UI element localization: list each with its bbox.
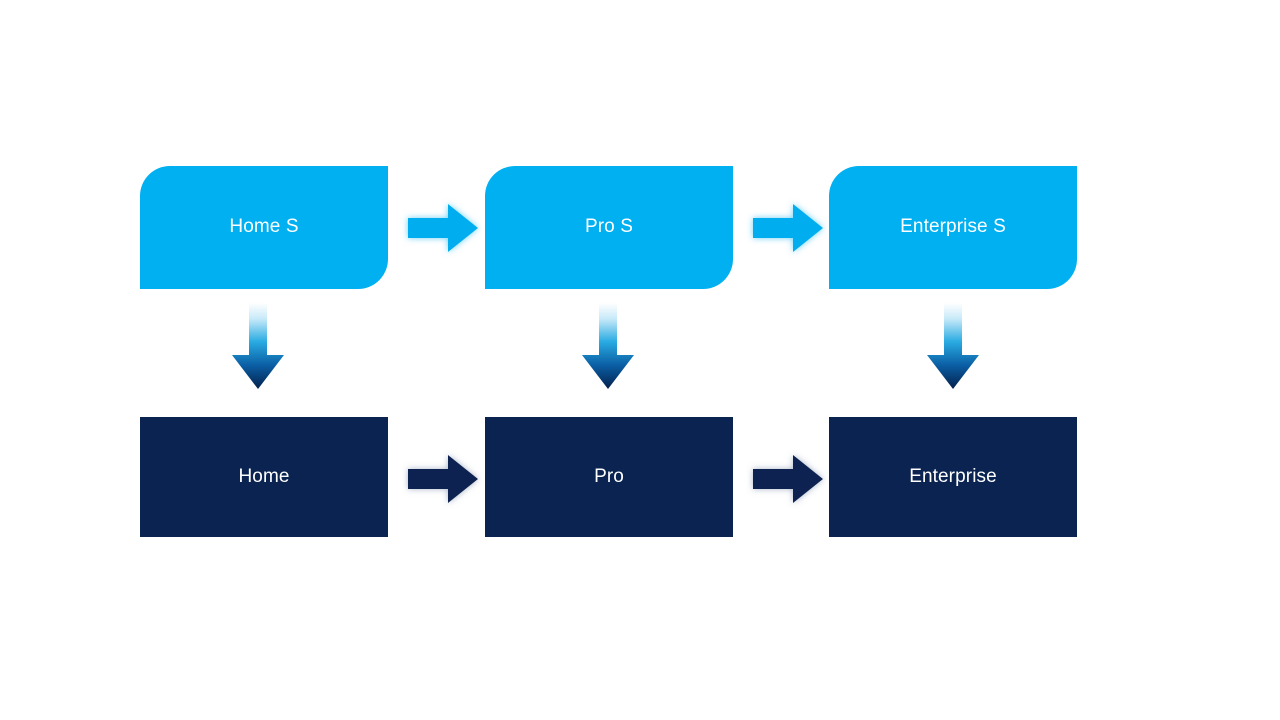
arrow-right-shape bbox=[408, 204, 478, 252]
node-label: Pro S bbox=[584, 216, 634, 238]
node-home[interactable]: Home bbox=[140, 417, 388, 537]
arrow-down-shape bbox=[232, 303, 284, 389]
node-pro-s[interactable]: Pro S bbox=[485, 166, 733, 289]
arrow-right-icon-home-to-pro bbox=[404, 449, 482, 509]
arrow-right-shape bbox=[753, 204, 823, 252]
node-home-s[interactable]: Home S bbox=[140, 166, 388, 289]
arrow-right-icon-pro-s-to-enterprise-s bbox=[749, 198, 827, 258]
node-label: Enterprise bbox=[909, 465, 997, 487]
arrow-right-shape bbox=[753, 455, 823, 503]
arrow-down-shape bbox=[582, 303, 634, 389]
arrow-down-shape bbox=[927, 303, 979, 389]
arrow-right-icon-pro-to-enterprise bbox=[749, 449, 827, 509]
node-label: Home S bbox=[229, 216, 299, 238]
arrow-down-icon-home-s-to-home bbox=[228, 303, 288, 393]
arrow-down-icon-enterprise-s-to-enterprise bbox=[923, 303, 983, 393]
node-enterprise-s[interactable]: Enterprise S bbox=[829, 166, 1077, 289]
node-label: Pro bbox=[594, 465, 624, 487]
node-label: Home bbox=[238, 465, 290, 487]
arrow-right-shape bbox=[408, 455, 478, 503]
node-label: Enterprise S bbox=[900, 216, 1006, 238]
arrow-right-icon-home-s-to-pro-s bbox=[404, 198, 482, 258]
node-pro[interactable]: Pro bbox=[485, 417, 733, 537]
node-enterprise[interactable]: Enterprise bbox=[829, 417, 1077, 537]
arrow-down-icon-pro-s-to-pro bbox=[578, 303, 638, 393]
